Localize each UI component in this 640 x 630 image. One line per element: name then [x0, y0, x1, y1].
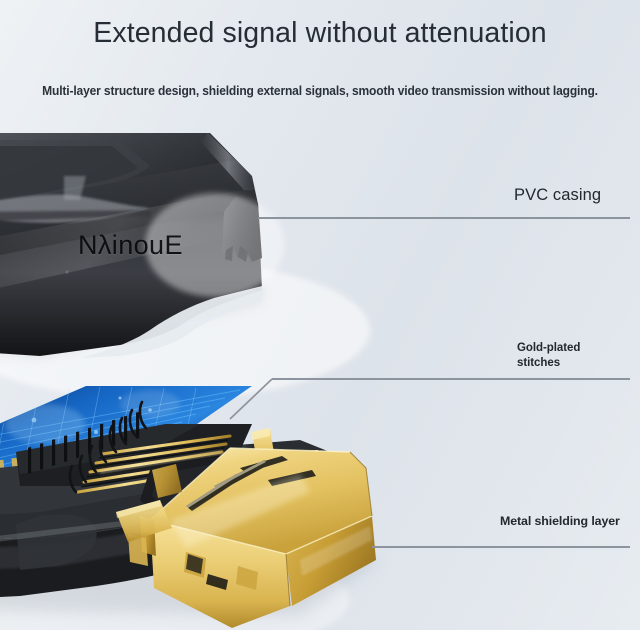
callout-label-gold-plated-stitches: Gold-plated stitches	[517, 342, 581, 369]
leader-line-gold-plated-stitches	[272, 378, 630, 380]
shield-spring-tabs	[184, 552, 258, 590]
callout-label-pvc-casing: PVC casing	[514, 186, 602, 204]
page-title: Extended signal without attenuation	[93, 17, 547, 49]
contact-comb-fins	[28, 411, 140, 474]
connector-assembly-part	[0, 385, 380, 628]
casing-rim-highlight	[200, 133, 256, 190]
casing-brand-text: NλinouE	[78, 230, 183, 260]
leader-line-pvc-casing	[258, 217, 630, 219]
page-subtitle: Multi-layer structure design, shielding …	[42, 84, 598, 98]
casing-cutout	[80, 286, 262, 358]
shield-front-face	[150, 520, 290, 628]
callout-label-metal-shielding: Metal shielding layer	[500, 514, 620, 528]
pvc-casing-part	[0, 133, 285, 358]
casing-dot-detail	[65, 270, 69, 274]
leader-line-metal-shielding	[372, 546, 630, 548]
shield-rear-bracket	[116, 464, 182, 542]
